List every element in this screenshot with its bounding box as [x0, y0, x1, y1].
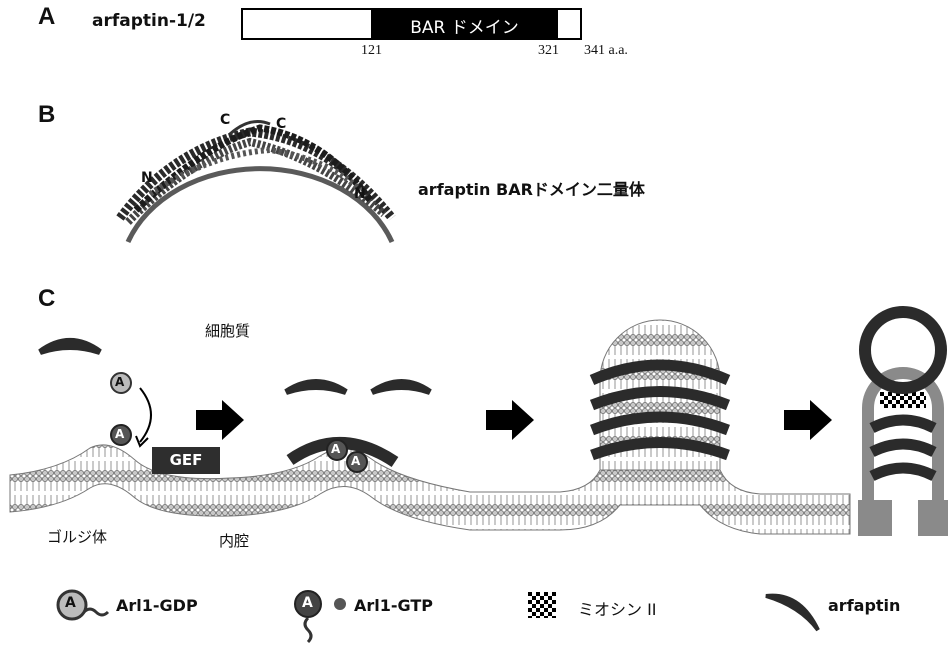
legend-arl1-gtp: Arl1-GTP — [354, 596, 433, 615]
arfaptin-crescent — [40, 341, 100, 352]
legend-arfaptin: arfaptin — [828, 596, 900, 615]
arfaptin-crescent — [286, 382, 346, 392]
arl1-gtp-letter: A — [115, 427, 124, 441]
arrow-right-icon — [196, 400, 244, 440]
neck-base-left — [858, 500, 892, 536]
neck-base-right — [918, 500, 948, 536]
arl1-bound-letter: A — [331, 442, 340, 456]
arl1-gtp-dot — [334, 598, 346, 610]
legend-arl1-gdp: Arl1-GDP — [116, 596, 198, 615]
arl1-gtp-tail — [305, 618, 311, 642]
gef-label: GEF — [152, 451, 220, 469]
arfaptin-icon — [766, 596, 818, 630]
myosin-ring — [880, 392, 926, 408]
arfaptin-crescent — [372, 382, 430, 392]
arrow-right-icon — [784, 400, 832, 440]
neck-arfaptin — [872, 444, 934, 452]
legend-arl1-gdp-letter: A — [65, 595, 76, 611]
arrow-right-icon — [486, 400, 534, 440]
activation-arrow — [140, 388, 151, 442]
arl1-bound-letter: A — [351, 454, 360, 468]
myosin-icon — [528, 592, 556, 618]
legend-arl1-gtp-letter: A — [302, 595, 313, 611]
legend-myosin: ミオシン II — [578, 596, 657, 620]
neck-arfaptin — [872, 420, 934, 428]
neck-arfaptin — [872, 468, 934, 476]
arl1-gdp-letter: A — [115, 375, 124, 389]
arl1-gdp-tail — [84, 609, 108, 615]
